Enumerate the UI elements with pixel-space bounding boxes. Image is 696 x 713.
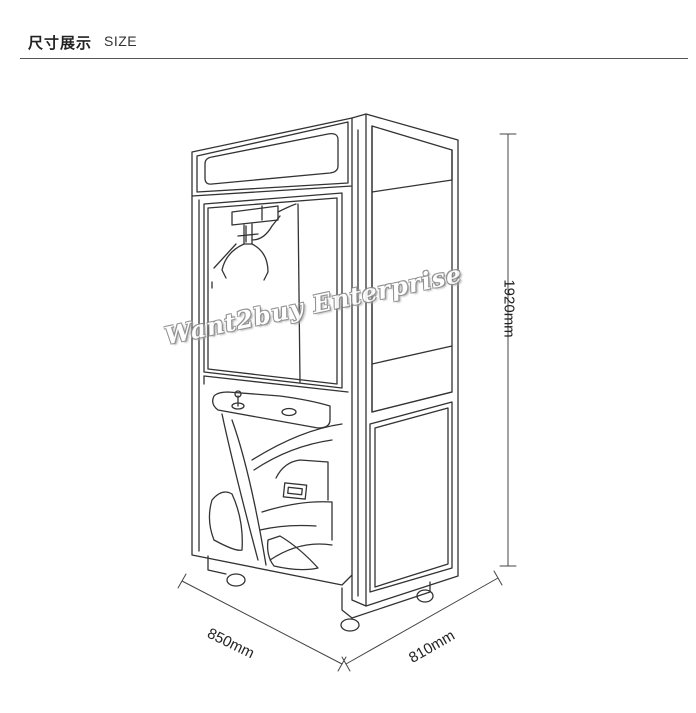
wheel-icon	[416, 589, 434, 603]
height-dimension-line	[499, 133, 517, 567]
control-panel	[203, 375, 349, 429]
depth-dimension-line	[341, 570, 503, 672]
width-dimension-line	[177, 573, 347, 672]
section-title-en: SIZE	[104, 33, 138, 49]
glass-window	[203, 192, 343, 389]
cabinet-base	[207, 555, 434, 632]
cabinet-side	[351, 113, 459, 607]
claw-icon	[211, 203, 297, 289]
section-header: 尺寸展示 SIZE	[28, 30, 688, 56]
wheel-icon	[340, 618, 360, 632]
cabinet-front	[191, 185, 353, 586]
header-divider	[20, 58, 688, 59]
marquee-box	[191, 117, 353, 197]
front-decor-panel	[208, 413, 343, 571]
height-label: 1920mm	[500, 279, 518, 338]
wheel-icon	[226, 573, 246, 587]
section-title-cn: 尺寸展示	[28, 34, 93, 52]
